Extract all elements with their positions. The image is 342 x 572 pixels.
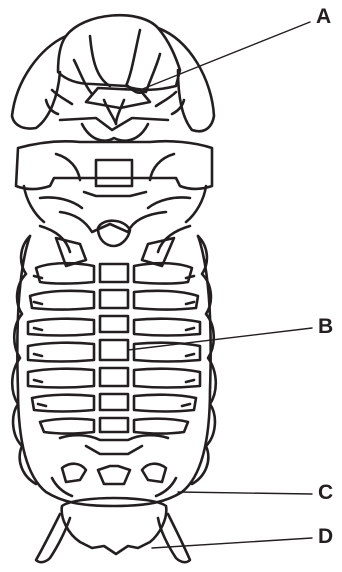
leader-d	[152, 538, 312, 548]
label-b: B	[318, 316, 333, 337]
label-d: D	[318, 526, 333, 547]
leader-b	[128, 328, 312, 350]
head-region	[12, 15, 214, 140]
label-a: A	[316, 6, 331, 27]
leader-lines	[128, 22, 312, 548]
abdominal-segments	[28, 263, 200, 433]
leader-c	[178, 492, 312, 494]
thorax-region	[16, 141, 212, 266]
label-c: C	[318, 482, 333, 503]
